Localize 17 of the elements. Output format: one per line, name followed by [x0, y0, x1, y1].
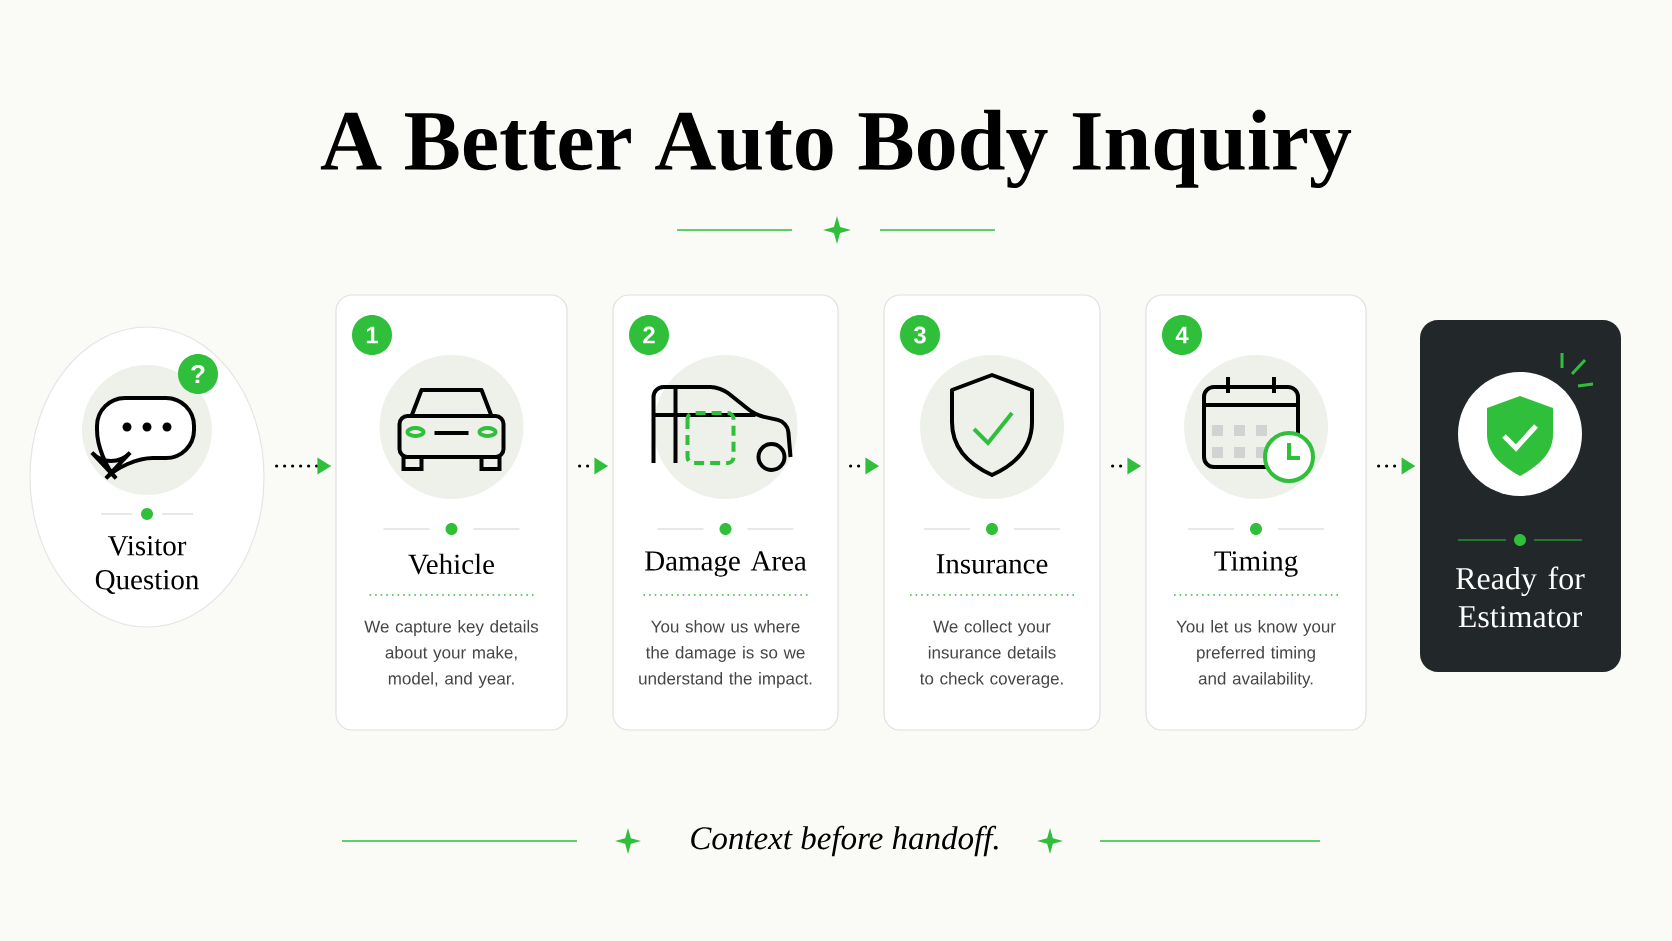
number-badge: 1 — [352, 315, 392, 355]
step-description: We capture key details about your make, model, and year. — [364, 620, 539, 688]
step-description: You show us where the damage is so we understand the impact. — [639, 620, 812, 688]
title: A Better Auto Body Inquiry — [320, 109, 1352, 189]
step-title: Vehicle — [408, 553, 494, 575]
number-badge: 4 — [1162, 315, 1202, 355]
caption: Context before handoff. — [691, 825, 998, 857]
number-badge: 2 — [629, 315, 669, 355]
node-label: Visitor Question — [95, 536, 199, 594]
number-badge: 3 — [900, 315, 940, 355]
step-title: Insurance — [936, 554, 1048, 574]
step-description: You let us know your preferred timing and availability. — [1176, 620, 1336, 688]
step-title: Timing — [1214, 551, 1298, 577]
question-badge: ? — [178, 354, 218, 394]
step-title: Damage Area — [645, 551, 807, 577]
step-description: We collect your insurance details to check coverage. — [919, 620, 1063, 688]
result-title: Ready for Estimator — [1456, 566, 1585, 628]
